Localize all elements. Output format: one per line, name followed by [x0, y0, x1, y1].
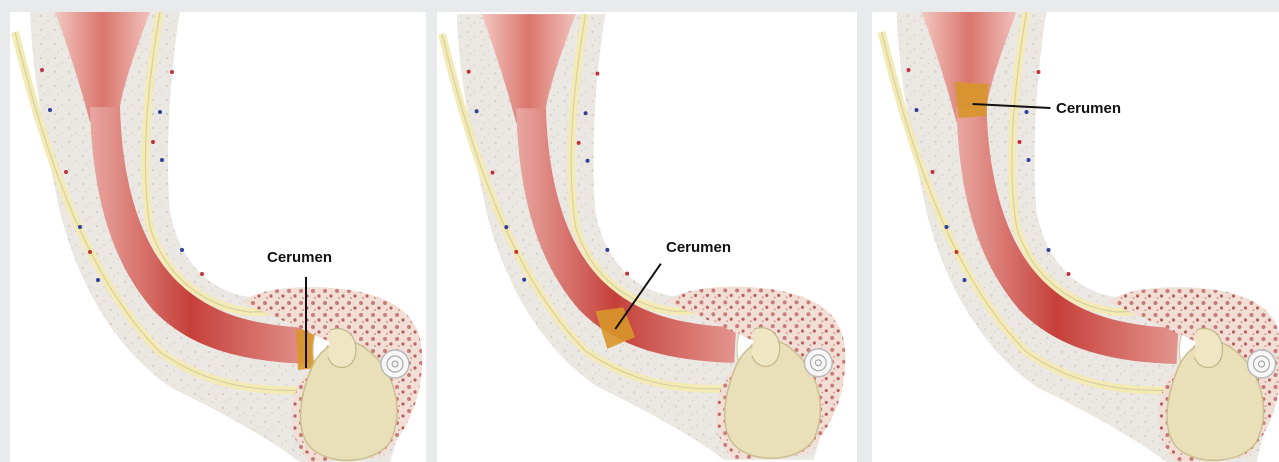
cerumen-label: Cerumen: [1056, 100, 1121, 117]
ear-canal-illustration-3: [872, 12, 1279, 462]
cochlea: [804, 349, 832, 377]
ear-canal-illustration-2: [437, 12, 853, 462]
cochlea: [381, 350, 409, 378]
panel-2-cerumen-mid: Cerumen: [437, 12, 857, 462]
cochlea: [1248, 350, 1276, 378]
cerumen-label: Cerumen: [666, 239, 731, 256]
cerumen-label: Cerumen: [267, 249, 332, 266]
panel-1-cerumen-deep: Cerumen: [10, 12, 426, 462]
panel-3-cerumen-outer: Cerumen: [872, 12, 1279, 462]
cerumen-plug: [955, 82, 989, 118]
ear-canal-illustration-1: [10, 12, 426, 462]
